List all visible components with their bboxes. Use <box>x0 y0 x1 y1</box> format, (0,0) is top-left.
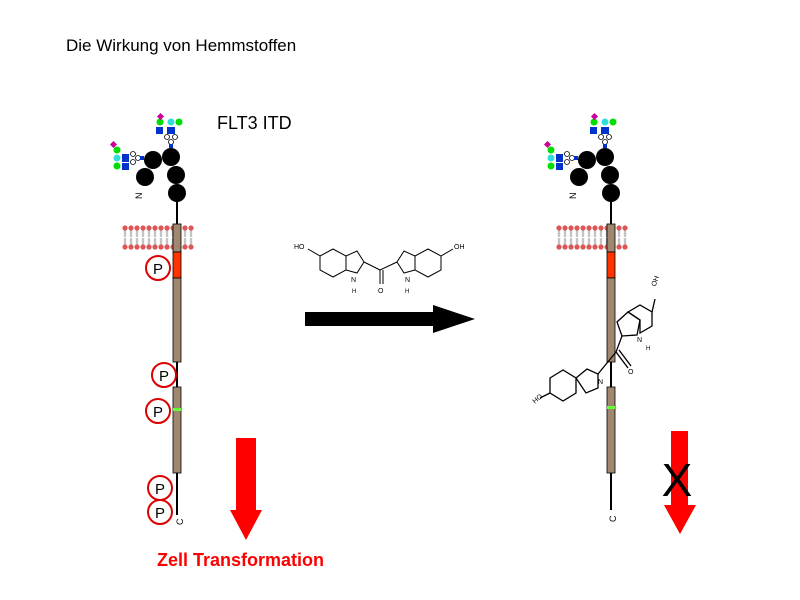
inhibitor-nitrogen-right: N <box>405 277 410 284</box>
itd-region <box>172 251 182 279</box>
phospho-site-3: P <box>145 398 171 424</box>
kinase-domain-1 <box>172 277 182 363</box>
active-receptor: N C P P P P P <box>109 112 194 525</box>
glycosylation-side <box>543 140 579 171</box>
inhibitor-nitrogen-left: N <box>351 277 356 284</box>
phospho-label: P <box>153 404 163 421</box>
bound-hydroxyl-right: OH <box>651 275 661 287</box>
transmembrane-domain <box>172 223 182 253</box>
bound-hydroxyl-left: HO <box>532 393 545 405</box>
cell-membrane <box>556 225 627 249</box>
cell-membrane <box>122 225 193 249</box>
glycosylation-side <box>109 140 145 171</box>
bound-nitrogen-lower: N <box>598 379 603 386</box>
phospho-site-5: P <box>147 499 173 525</box>
c-terminus-label: C <box>608 515 618 522</box>
itd-region <box>606 251 616 279</box>
glycosylation-top <box>155 112 183 149</box>
kinase-domain-2 <box>172 386 182 474</box>
phospho-label: P <box>153 261 163 278</box>
inhibitor-hydrogen-left: H <box>352 289 356 295</box>
c-terminus-label: C <box>175 518 185 525</box>
phospho-site-2: P <box>151 362 177 388</box>
phospho-site-1: P <box>145 255 171 281</box>
phospho-site-4: P <box>147 475 173 501</box>
signal-arrow-red <box>230 438 262 540</box>
phospho-label: P <box>159 368 169 385</box>
reaction-arrow <box>305 305 475 333</box>
bound-nitrogen-upper: N <box>637 337 642 344</box>
receptor-label: FLT3 ITD <box>217 113 292 133</box>
extracellular-domain <box>136 148 186 202</box>
kinase-domain-2 <box>606 386 616 474</box>
extracellular-domain <box>570 148 620 202</box>
n-terminus-label: N <box>568 193 578 200</box>
signal-arrow-red-blocked <box>664 431 696 534</box>
bound-hydrogen: H <box>646 346 650 352</box>
phospho-label: P <box>155 505 165 522</box>
inhibitor-oxygen: O <box>378 288 384 295</box>
kinase-domain-1 <box>606 277 616 363</box>
bound-inhibitor <box>539 298 656 402</box>
kinase-insert <box>173 408 181 411</box>
n-terminus-label: N <box>134 193 144 200</box>
result-label: Zell Transformation <box>157 550 325 570</box>
transmembrane-domain <box>606 223 616 253</box>
kinase-insert <box>607 406 615 409</box>
inhibitor-molecule <box>307 248 454 284</box>
inhibitor-hydroxyl-right: OH <box>454 244 465 251</box>
slide-title: Die Wirkung von Hemmstoffen <box>66 36 297 55</box>
inhibited-receptor: N C <box>543 112 628 522</box>
inhibitor-hydrogen-right: H <box>405 289 409 295</box>
blocked-mark: X <box>662 454 693 506</box>
bound-oxygen: O <box>628 369 634 376</box>
phospho-label: P <box>155 481 165 498</box>
glycosylation-top <box>589 112 617 149</box>
inhibitor-hydroxyl-left: HO <box>294 244 305 251</box>
